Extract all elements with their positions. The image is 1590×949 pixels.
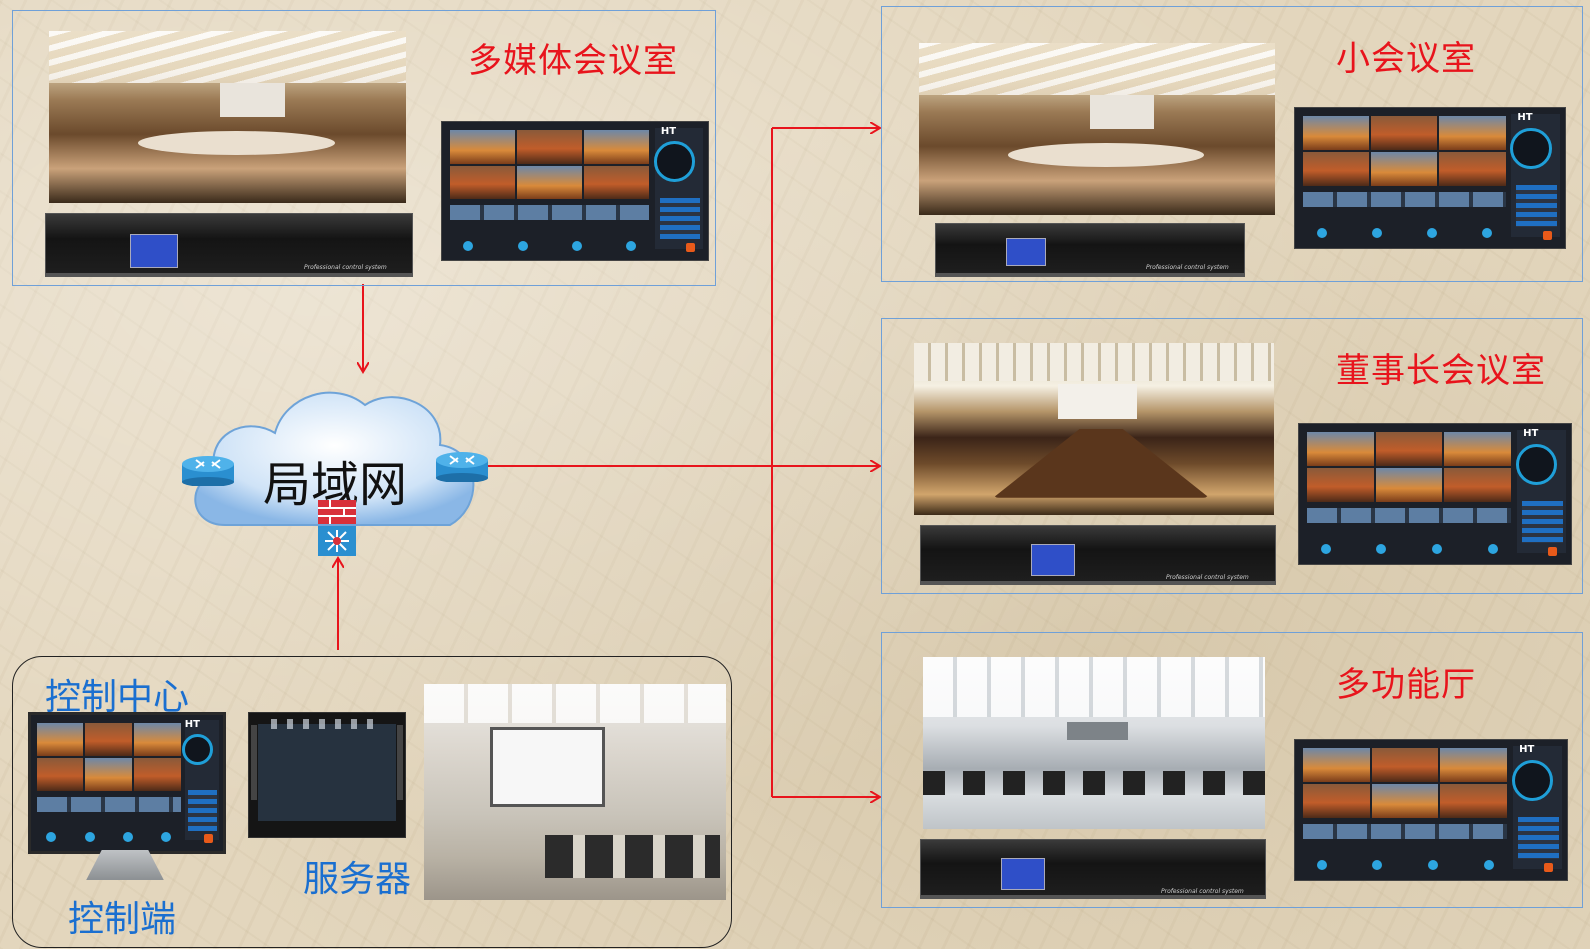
touch-control-ui-screen: HT <box>1298 423 1572 565</box>
power-icon <box>204 833 214 843</box>
control-host-device: Professional control system <box>935 223 1245 277</box>
power-icon <box>1542 230 1552 240</box>
router-icon-right <box>436 446 488 483</box>
ht-logo: HT <box>660 126 677 138</box>
control-center-label: 控制中心 <box>45 677 190 718</box>
power-icon <box>685 242 695 252</box>
control-center-panel <box>12 656 732 948</box>
control-host-device: Professional control system <box>45 213 413 277</box>
multimedia-room-title: 多媒体会议室 <box>468 41 678 81</box>
chairman-room-photo <box>914 343 1274 515</box>
chairman-room-title: 董事长会议室 <box>1336 351 1546 391</box>
touch-control-ui-screen: HT <box>1294 739 1568 881</box>
small-room-panel: Professional control system HT 小会议室 <box>881 6 1583 282</box>
multifunction-hall-panel: Professional control system HT 多功能厅 <box>881 632 1583 908</box>
ht-logo: HT <box>1517 112 1533 124</box>
control-host-device: Professional control system <box>920 525 1276 585</box>
control-host-device: Professional control system <box>920 839 1266 899</box>
power-icon <box>1544 862 1554 872</box>
server-device <box>248 712 406 838</box>
control-terminal-monitor: HT <box>28 712 226 854</box>
multimedia-room-panel: Professional control system HT 多媒体会议室 <box>12 10 716 286</box>
ht-logo: HT <box>184 719 200 731</box>
touch-control-ui-screen: HT <box>441 121 709 261</box>
ht-logo: HT <box>1523 428 1539 440</box>
multifunction-hall-photo <box>923 657 1265 829</box>
control-room-photo <box>424 684 726 900</box>
server-label: 服务器 <box>303 859 412 900</box>
power-icon <box>1548 546 1558 556</box>
control-terminal-label: 控制端 <box>68 899 177 940</box>
touch-control-ui-screen: HT <box>1294 107 1566 249</box>
multimedia-room-photo <box>49 31 406 203</box>
multifunction-hall-title: 多功能厅 <box>1336 665 1476 705</box>
chairman-room-panel: Professional control system HT 董事长会议室 <box>881 318 1583 594</box>
small-room-title: 小会议室 <box>1336 39 1476 79</box>
ht-logo: HT <box>1519 744 1535 756</box>
firewall-switch-icon <box>318 500 356 560</box>
small-room-photo <box>919 43 1275 215</box>
router-icon-left <box>182 450 234 487</box>
